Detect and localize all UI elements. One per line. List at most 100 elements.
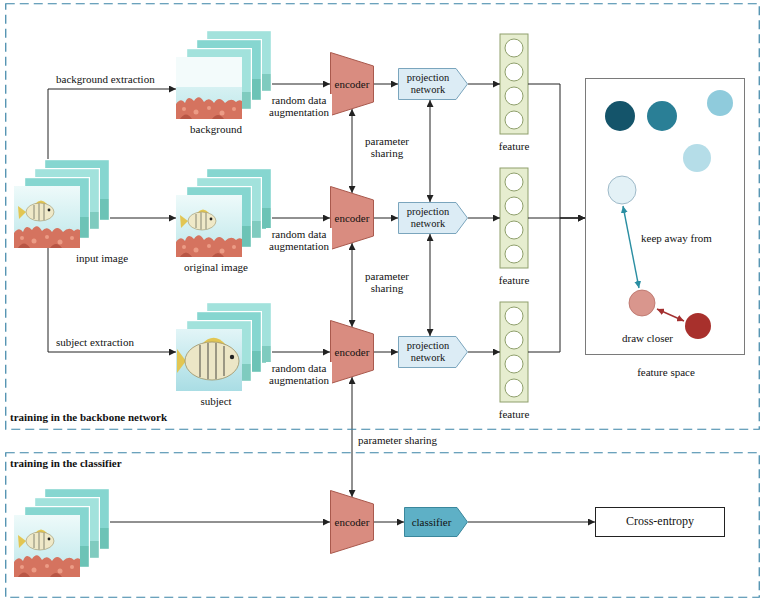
encoder-block-border xyxy=(331,321,374,384)
feature-vector-node: feature xyxy=(500,302,528,402)
feature-bar xyxy=(500,34,528,134)
block-label: projection network xyxy=(400,340,456,364)
feature-point xyxy=(608,176,636,204)
feature-point xyxy=(707,90,733,116)
block-label: encoder xyxy=(335,346,370,358)
connector-arrow xyxy=(374,84,398,85)
training-region-border xyxy=(6,453,760,598)
annotation-label: keep away from xyxy=(641,232,712,244)
connector-arrow xyxy=(430,100,431,202)
image-stack-illustration xyxy=(14,159,110,248)
label-holder: projection network xyxy=(398,202,468,234)
feature-cell xyxy=(505,221,523,239)
feature-points xyxy=(605,90,733,339)
label-holder: classifier xyxy=(404,507,468,537)
encoder-block-border xyxy=(331,491,374,554)
classifier-block-border xyxy=(405,508,468,537)
annotation-label: draw closer xyxy=(622,332,673,344)
feature-point xyxy=(647,101,677,131)
training-region-border xyxy=(6,4,760,430)
feature-caption: feature xyxy=(499,140,530,152)
edge-label: background extraction xyxy=(56,73,155,85)
feature-cell xyxy=(505,87,523,105)
label-holder: projection network xyxy=(398,68,468,100)
fish-photo xyxy=(14,515,80,577)
feature-cell xyxy=(505,197,523,215)
image-stack: subject xyxy=(176,302,272,391)
feature-bar xyxy=(500,302,528,402)
feature-point xyxy=(629,290,655,316)
connector-arrow xyxy=(48,89,176,159)
encoder-block: encoder xyxy=(330,186,374,250)
feature-cell xyxy=(505,39,523,57)
loss-box: Cross-entropy xyxy=(595,507,725,537)
connector-arrow xyxy=(468,218,500,219)
feature-point xyxy=(685,313,711,339)
block-label: projection network xyxy=(400,72,456,96)
feature-point xyxy=(605,101,635,131)
feature-cell xyxy=(505,355,523,373)
block-label: encoder xyxy=(335,212,370,224)
connector-arrow xyxy=(272,218,330,219)
connector-arrow xyxy=(468,84,500,85)
image-caption: subject xyxy=(200,395,231,407)
encoder-block: encoder xyxy=(330,320,374,384)
edge-label: parameter sharing xyxy=(358,434,437,446)
feature-space-box: feature space xyxy=(585,78,745,355)
projection-block-border xyxy=(399,69,468,100)
feature-caption: feature xyxy=(499,274,530,286)
edge-label: random data augmentation xyxy=(266,94,332,119)
label-holder: encoder xyxy=(330,186,374,250)
feature-cell xyxy=(505,331,523,349)
connector-arrow xyxy=(48,248,176,352)
feature-cell xyxy=(505,111,523,129)
connector-arrow xyxy=(430,234,431,336)
feature-cell xyxy=(505,379,523,397)
feature-bar xyxy=(500,168,528,268)
edge-label: parameter sharing xyxy=(360,135,414,160)
label-holder: Cross-entropy xyxy=(595,507,725,537)
feature-vector-node: feature xyxy=(500,34,528,134)
connector-arrow xyxy=(352,109,353,193)
region-title: training in the classifier xyxy=(10,457,122,469)
image-stack: background xyxy=(176,30,272,119)
label-holder: encoder xyxy=(330,52,374,116)
connector-arrow xyxy=(374,218,398,219)
connector-arrow xyxy=(374,352,398,353)
encoder-block-border xyxy=(331,53,374,116)
input-arrow xyxy=(110,522,330,523)
connector-arrow xyxy=(468,352,500,353)
image-caption: original image xyxy=(184,261,248,273)
projection-block: projection network xyxy=(398,336,468,368)
training-region: training in the backbone network input im… xyxy=(5,3,760,430)
block-label: encoder xyxy=(335,516,370,528)
connector-arrow xyxy=(272,352,330,353)
image-stack: original image xyxy=(176,168,272,257)
label-holder: encoder xyxy=(330,490,374,554)
image-stack-illustration xyxy=(176,168,272,257)
edge-label: subject extraction xyxy=(56,336,134,348)
fish-photo xyxy=(14,186,80,248)
loss-box-border xyxy=(596,508,725,537)
projection-block-border xyxy=(399,203,468,234)
subject-photo xyxy=(176,329,242,391)
projection-block-border xyxy=(399,337,468,368)
block-label: encoder xyxy=(335,78,370,90)
projection-block: projection network xyxy=(398,202,468,234)
training-region: training in the classifier encoder classif… xyxy=(5,452,760,598)
background-photo xyxy=(176,57,242,119)
image-caption: background xyxy=(190,123,242,135)
encoder-block: encoder xyxy=(330,52,374,116)
training-region-outline xyxy=(5,3,760,430)
block-label: classifier xyxy=(412,516,452,528)
feature-vector xyxy=(500,34,528,134)
encoder-block-border xyxy=(331,187,374,250)
connector-arrow xyxy=(352,243,353,327)
image-stack: input image xyxy=(14,159,110,248)
region-title: training in the backbone network xyxy=(10,411,167,423)
feature-point xyxy=(683,144,711,172)
feature-vector-node: feature xyxy=(500,168,528,268)
connector-arrow xyxy=(110,218,176,219)
feature-caption: feature xyxy=(499,408,530,420)
connector-arrow xyxy=(528,218,585,352)
